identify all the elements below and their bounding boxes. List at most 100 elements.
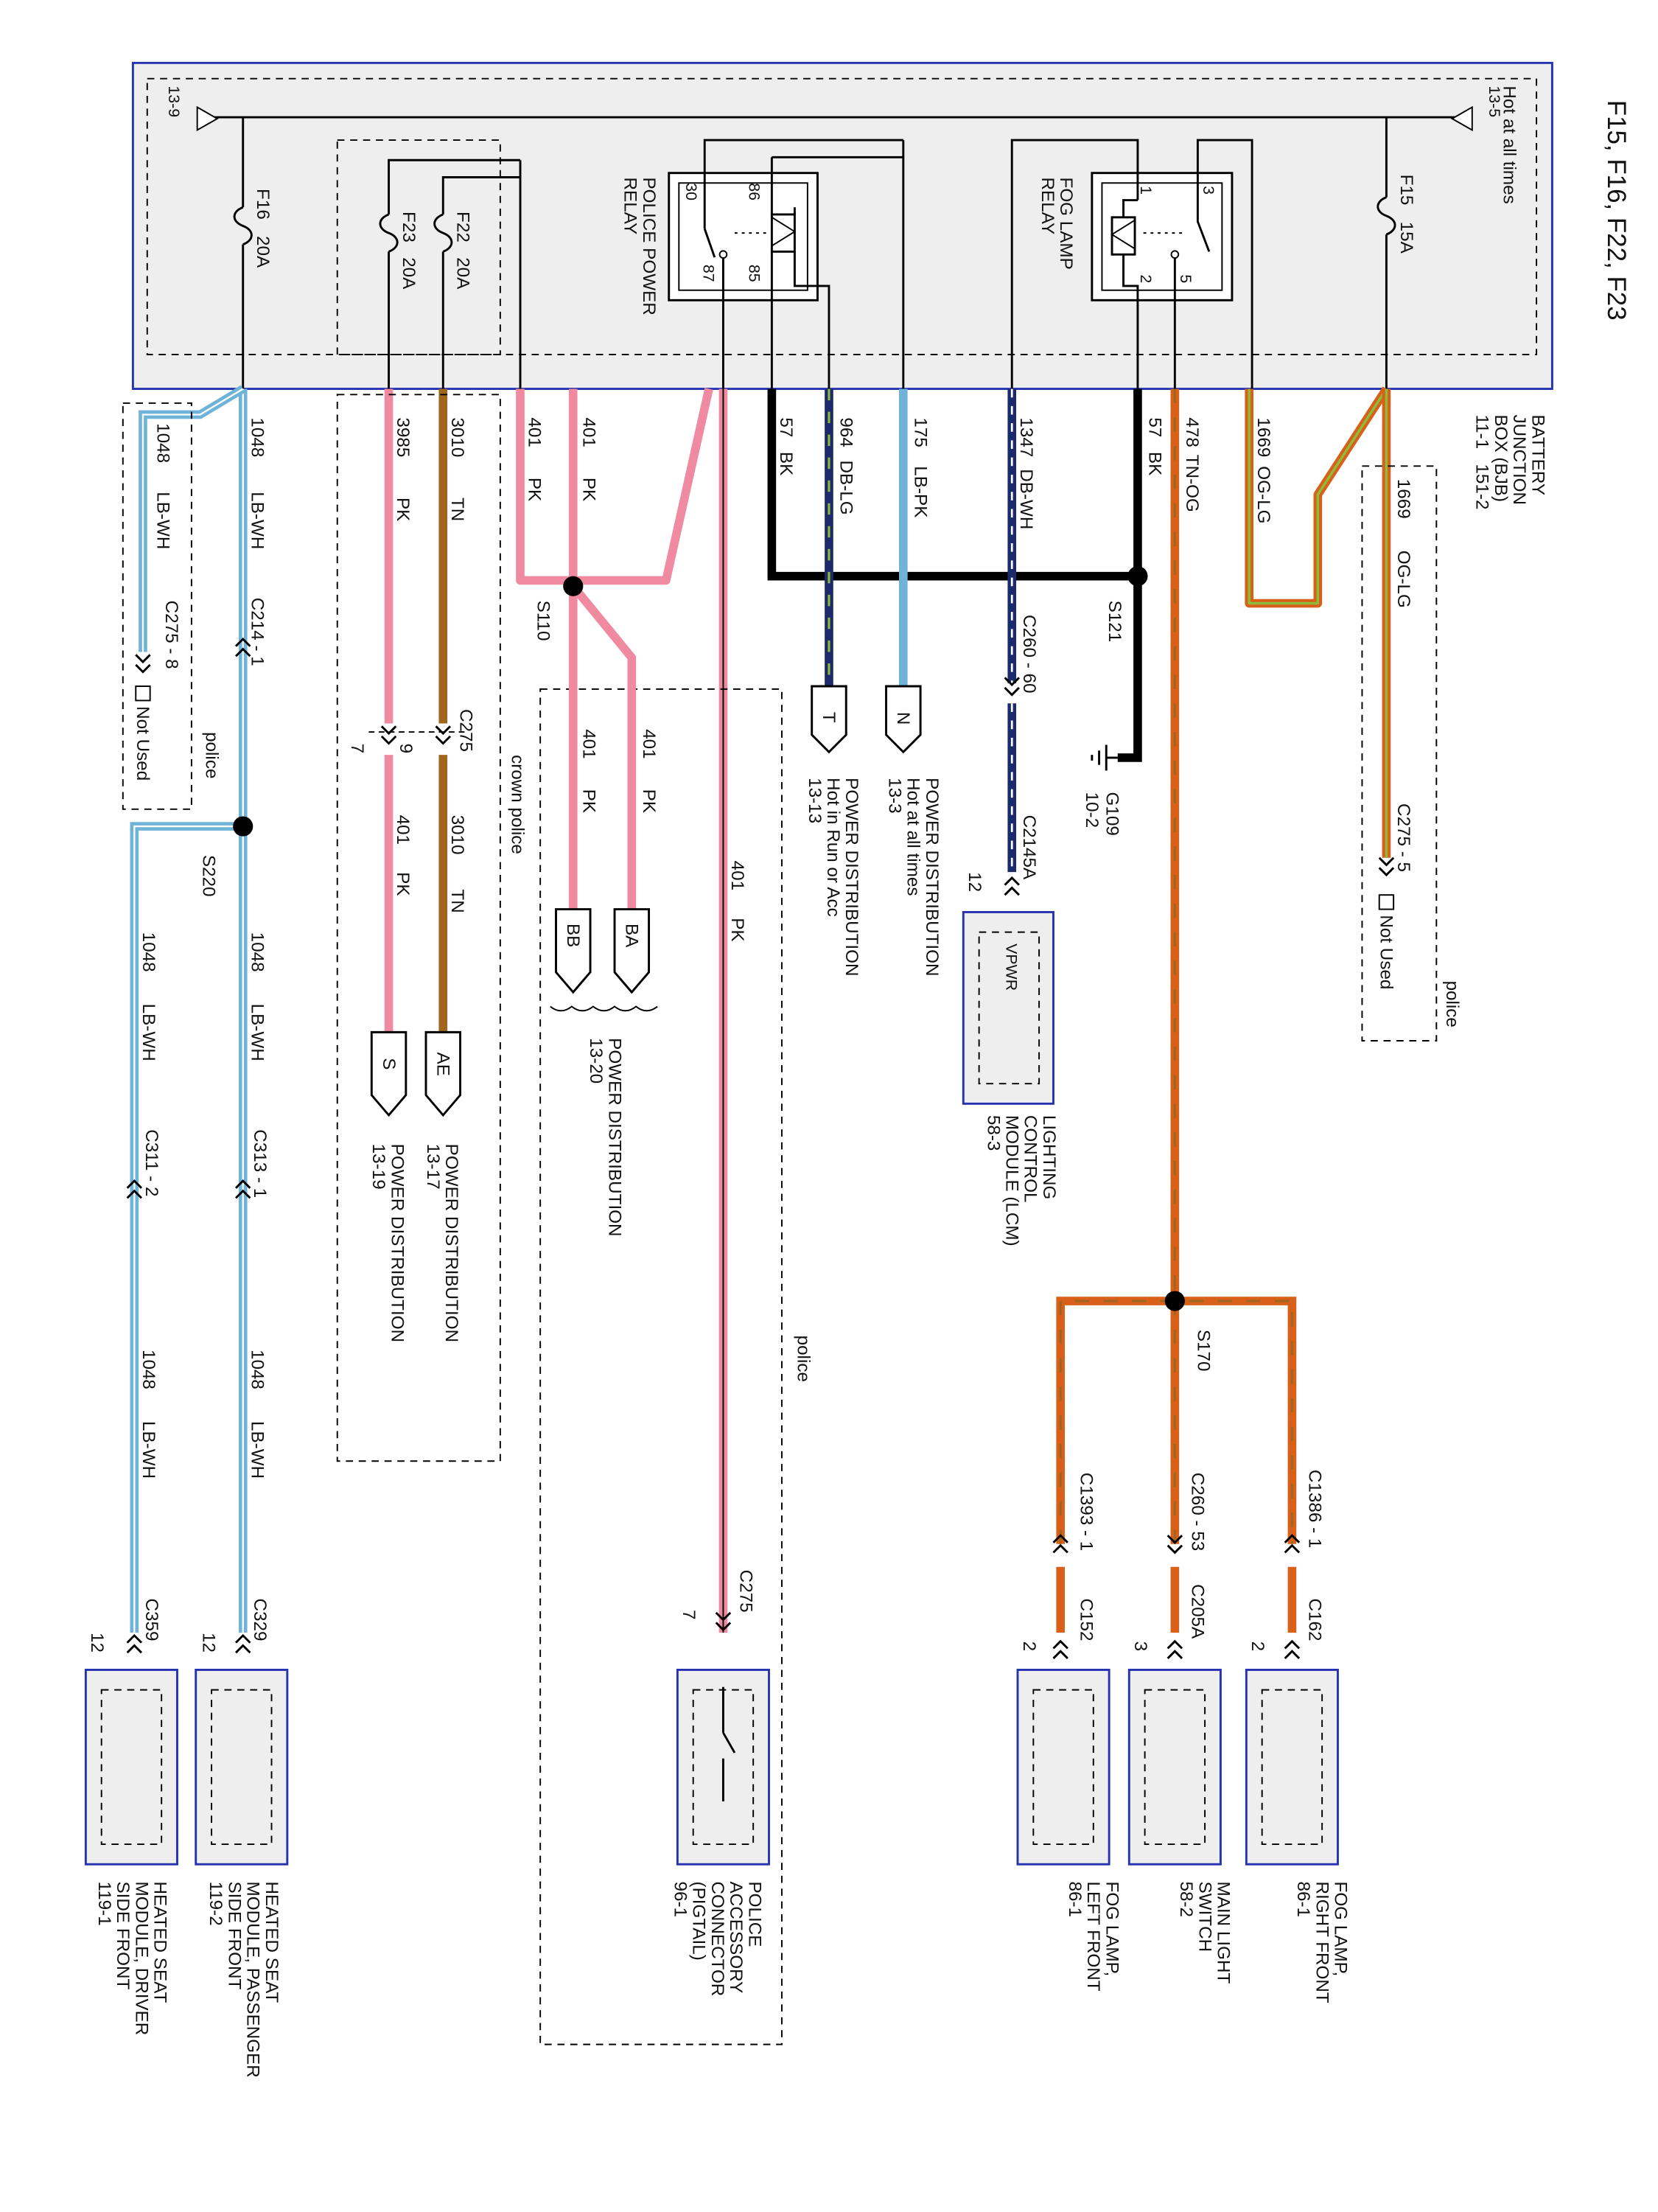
main-light-label: MAIN LIGHT SWITCH 58-2 (1176, 1881, 1234, 1984)
wire-401b-circuit: 401 (524, 417, 545, 447)
pin-c205a: 3 (1130, 1641, 1151, 1652)
fuse-f23-rating: 20A (399, 257, 419, 290)
pd-s-tag-label: S (378, 1058, 399, 1070)
lcm-box (962, 911, 1054, 1105)
fuse-f16-icon (233, 206, 253, 246)
wire-401e-circuit: 401 (727, 860, 748, 891)
pd-n-text: POWER DISTRIBUTION Hot at all times 13-3 (884, 778, 942, 977)
wire-1347-color: DB-WH (1016, 469, 1037, 530)
wire-401a-circuit: 401 (578, 417, 599, 447)
pd-t-text: POWER DISTRIBUTION Hot in Run or Acc 13-… (804, 778, 862, 977)
wire-1669b-color: OG-LG (1393, 550, 1414, 608)
wire-175-color: LB-PK (910, 466, 931, 518)
conn-c1386-1: C1386 - 1 (1304, 1469, 1326, 1549)
fog-relay-name: FOG LAMP RELAY (1038, 177, 1077, 270)
splice-s121-dot (1127, 566, 1148, 587)
wire-401f-color: PK (393, 872, 413, 896)
conn-c214-1: C214 - 1 (247, 597, 267, 666)
fog-relay-pin-5: 5 (1176, 274, 1194, 284)
wire-401c-circuit: 401 (639, 729, 660, 759)
wire-1048f-circuit: 1048 (139, 1349, 159, 1389)
seat-drv-label: HEATED SEAT MODULE, DRIVER SIDE FRONT 11… (94, 1881, 170, 2036)
wire-3010-circuit: 3010 (447, 417, 468, 458)
conn-c313-1: C313 - 1 (250, 1129, 270, 1199)
splice-s110: S110 (533, 600, 553, 641)
splice-s121: S121 (1105, 600, 1125, 643)
pin-c152: 2 (1018, 1641, 1040, 1652)
option-police-right: police (1442, 980, 1463, 1028)
fuse-f22-icon (433, 213, 453, 253)
pd-s-tag (370, 1030, 407, 1117)
wire-964-color: DB-LG (836, 460, 856, 515)
wire-3010b-circuit: 3010 (447, 814, 468, 855)
conn-c162: C162 (1304, 1598, 1326, 1641)
pin-c275-7b: 7 (679, 1609, 699, 1620)
bjb-inner-dashed (146, 77, 1538, 355)
conn-c2145a: C2145A (1018, 814, 1040, 880)
fuse-f16-rating: 20A (253, 236, 273, 268)
page-ref-left: 13-9 (164, 86, 182, 118)
wire-1048d-circuit: 1048 (139, 932, 159, 972)
pd-bb-tag (555, 908, 592, 994)
not-used-right: Not Used (1376, 915, 1396, 990)
pd-ba-tag (613, 908, 651, 994)
not-used-left: Not Used (133, 706, 153, 781)
wire-57b-color: BK (776, 451, 797, 476)
wire-1048a-color: LB-WH (247, 492, 267, 550)
pd-t-tag-label: T (819, 711, 839, 723)
wire-1048c-color: LB-WH (247, 1003, 267, 1061)
page-ref-left-icon (196, 105, 219, 132)
police-relay-name: POLICE POWER RELAY (620, 177, 660, 315)
lcm-vpwr: VPWR (1001, 943, 1019, 991)
splice-s170-dot (1164, 1291, 1185, 1311)
wire-57a-color: BK (1144, 451, 1165, 476)
fuse-f23-id: F23 (399, 212, 419, 243)
wire-1048a-circuit: 1048 (247, 417, 267, 458)
fog-lf-box (1016, 1668, 1110, 1866)
conn-c275-a: C275 (455, 709, 476, 753)
pin-c359: 12 (87, 1633, 108, 1653)
wire-3985-circuit: 3985 (393, 417, 413, 458)
pin-c162: 2 (1248, 1641, 1268, 1652)
conn-c260-60: C260 - 60 (1018, 615, 1040, 694)
splice-s220: S220 (198, 854, 219, 897)
wire-1048d-color: LB-WH (139, 1003, 159, 1061)
wire-1347-circuit: 1347 (1016, 417, 1037, 458)
wire-1048f-color: LB-WH (139, 1420, 159, 1479)
wire-401d-circuit: 401 (578, 729, 599, 759)
pd-ba-label: BA (621, 923, 642, 948)
seat-drv-box (84, 1668, 178, 1866)
police-relay-pin-86: 86 (744, 183, 762, 201)
pd-ae-tag-label: AE (433, 1052, 453, 1076)
page-ref-right-icon (1450, 105, 1473, 132)
wire-401f-circuit: 401 (393, 814, 413, 845)
wire-3010b-color: TN (447, 889, 468, 913)
wire-964-circuit: 964 (836, 417, 856, 447)
wire-478-color: TN-OG (1182, 454, 1203, 512)
pin-lcm: 12 (965, 872, 985, 893)
pin-c275-7a: 7 (347, 743, 368, 754)
pd-ae-text: POWER DISTRIBUTION 13-17 (423, 1143, 462, 1343)
police-relay-pin-30: 30 (682, 183, 699, 201)
wire-1048b-color: LB-WH (153, 492, 173, 550)
ground-id: G109 (1102, 792, 1122, 836)
option-police-left: police (201, 732, 222, 779)
fuse-f16-id: F16 (253, 189, 273, 220)
wire-1048e-color: LB-WH (247, 1420, 267, 1479)
wire-1669-color: OG-LG (1253, 466, 1274, 524)
wire-401e-color: PK (727, 918, 748, 942)
pin-c329: 12 (198, 1633, 219, 1653)
fog-relay-pin-1: 1 (1136, 186, 1154, 195)
wire-401d-color: PK (578, 789, 599, 814)
police-relay-pin-85: 85 (744, 264, 762, 282)
conn-c260-53: C260 - 53 (1187, 1472, 1208, 1552)
police-relay-coil-icon (770, 213, 796, 253)
wire-1048b-circuit: 1048 (153, 423, 173, 464)
pd-t-tag (811, 685, 847, 754)
wire-401b-color: PK (524, 477, 545, 502)
fog-lf-label: FOG LAMP, LEFT FRONT 86-1 (1065, 1881, 1122, 1992)
conn-c205a: C205A (1187, 1584, 1208, 1639)
bracket-icon (550, 1005, 658, 1012)
lcm-text: LIGHTING CONTROL MODULE (LCM) 58-3 (983, 1114, 1060, 1246)
